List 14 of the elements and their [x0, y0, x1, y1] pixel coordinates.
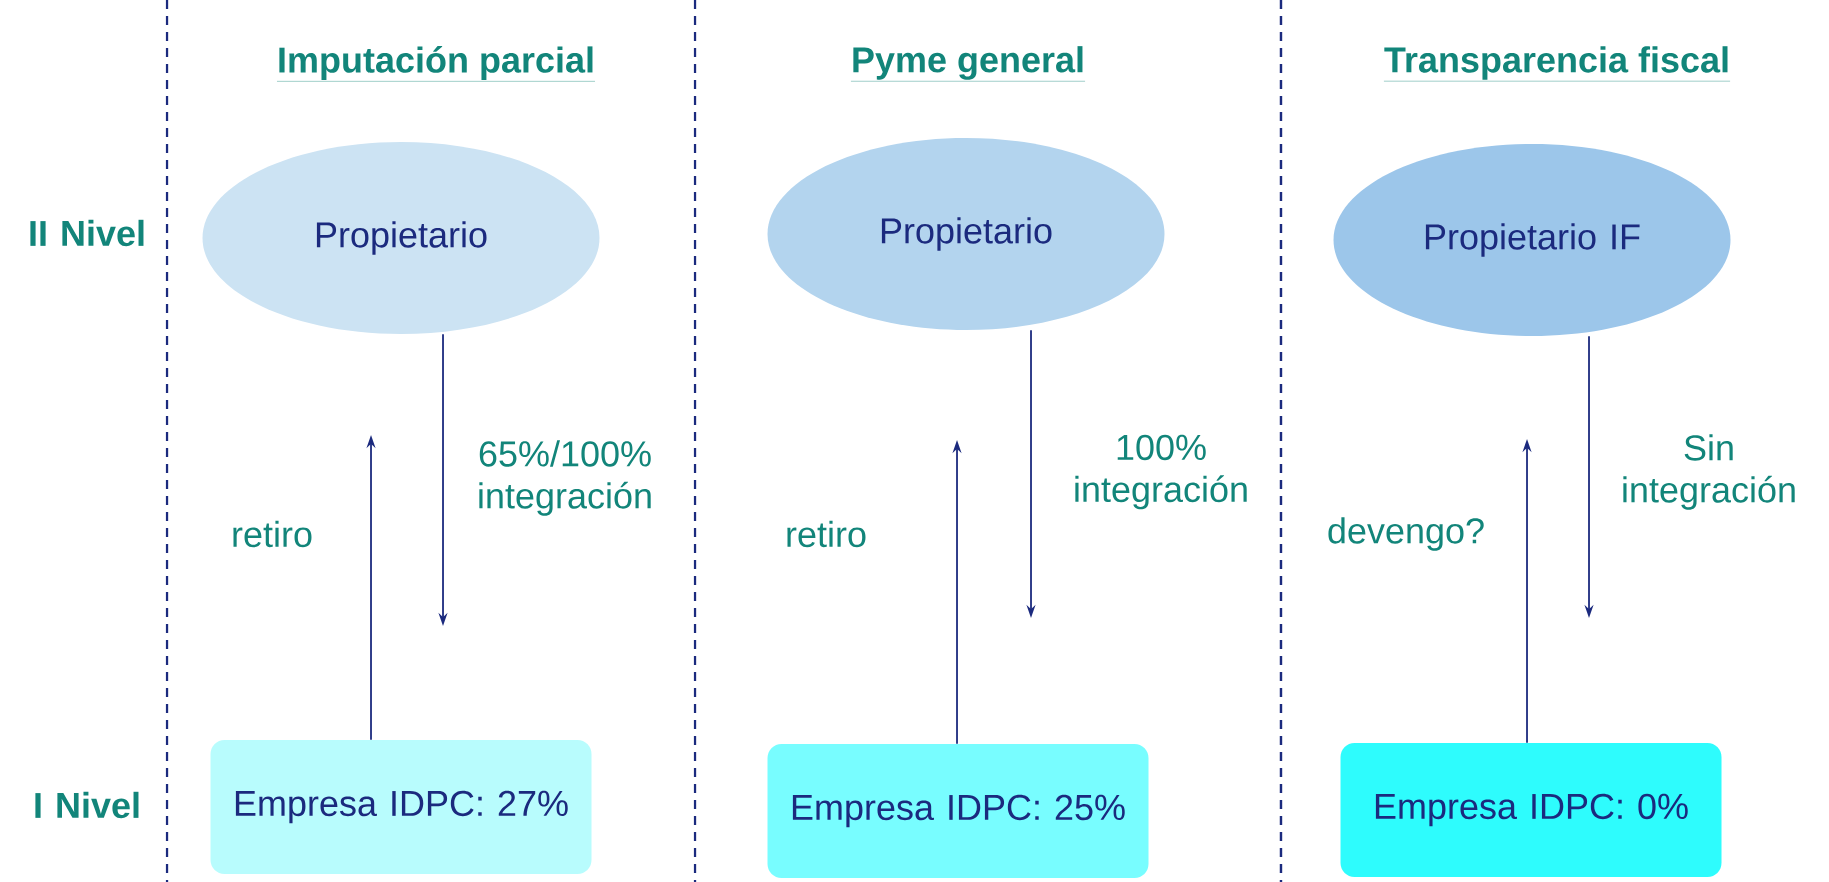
level-label: I Nivel [35, 791, 139, 819]
edge-label: Sin integración [1623, 434, 1795, 510]
edge-label: retiro [787, 520, 866, 548]
level-label: II Nivel [30, 219, 144, 247]
edge-label: 65%/100% integración [479, 440, 651, 516]
column-title: Imputación parcial [276, 46, 596, 82]
column-title: Transparencia fiscal [1383, 46, 1731, 82]
edge-label: devengo? [1328, 517, 1484, 551]
company-box: Empresa IDPC: 27% [210, 740, 592, 874]
edge-label: 100% integración [1075, 434, 1247, 510]
company-box: Empresa IDPC: 25% [767, 744, 1149, 878]
company-box: Empresa IDPC: 0% [1340, 743, 1722, 877]
column-title: Pyme general [850, 46, 1086, 82]
edge-label: retiro [233, 520, 312, 548]
